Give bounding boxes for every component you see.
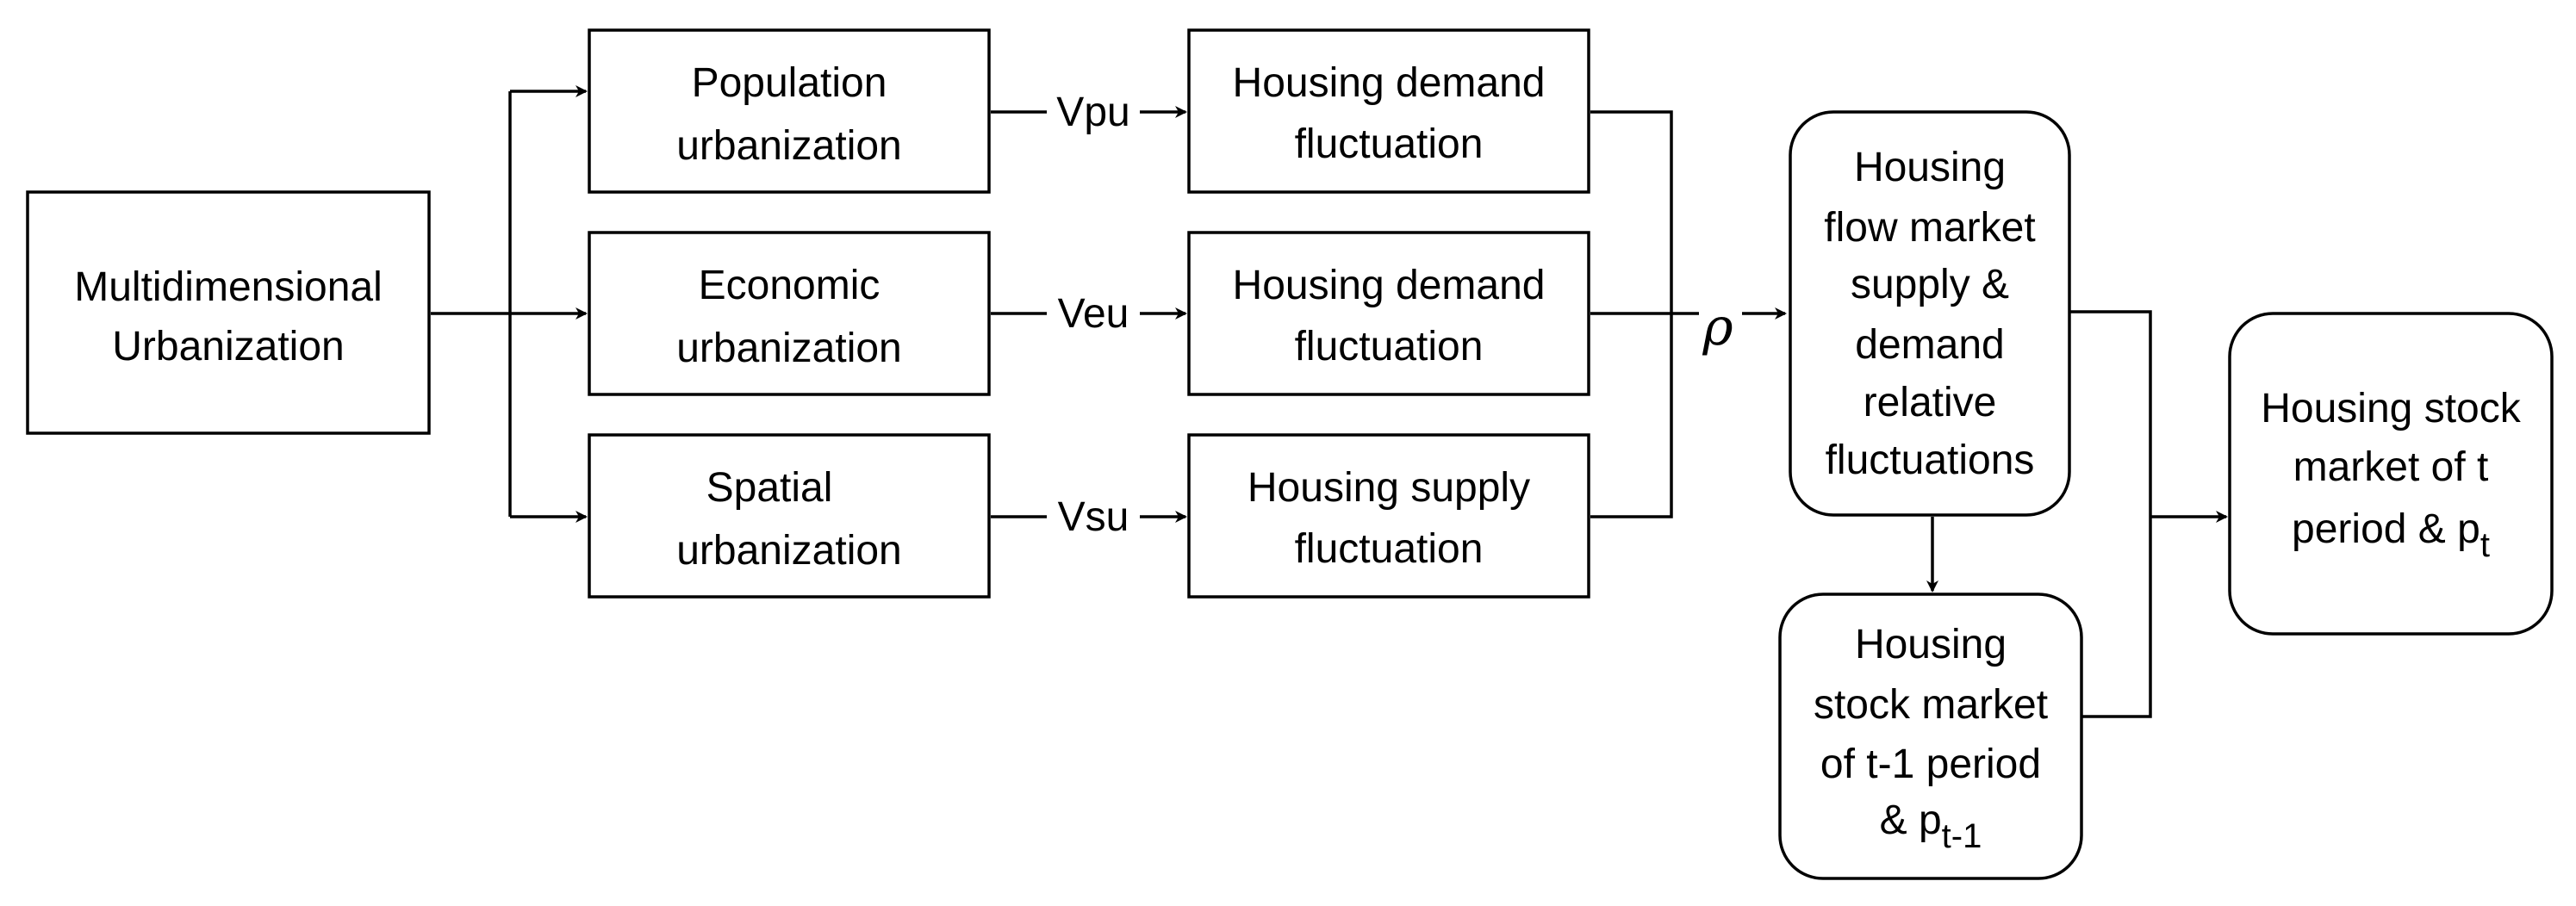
label-subscript: t bbox=[2480, 526, 2490, 564]
node-label-line: Multidimensional bbox=[74, 264, 383, 310]
node-spatial-urbanization: Spatial urbanization bbox=[588, 433, 991, 599]
edge-label-rho: ρ bbox=[1702, 297, 1733, 357]
node-label-line: Housing bbox=[1855, 622, 2007, 667]
node-label-line: fluctuation bbox=[1295, 324, 1484, 369]
node-housing-supply-fluctuation: Housing supply fluctuation bbox=[1187, 433, 1590, 599]
node-economic-urbanization: Economic urbanization bbox=[588, 231, 991, 396]
label-text: period & p bbox=[2292, 506, 2480, 552]
node-housing-stock-market-t: Housing stock market of t period & pt bbox=[2228, 312, 2554, 636]
node-label-line: Housing demand bbox=[1233, 60, 1546, 106]
node-label-line: of t-1 period bbox=[1820, 742, 2041, 787]
node-label-line: Spatial bbox=[706, 465, 833, 511]
node-label-line: flow market bbox=[1824, 205, 2035, 251]
node-label-line: Population bbox=[692, 60, 887, 106]
node-population-urbanization: Population urbanization bbox=[588, 28, 991, 194]
edge-label-veu: Veu bbox=[1058, 291, 1129, 337]
node-label-line: Housing supply bbox=[1248, 465, 1530, 511]
node-label-line: supply & bbox=[1851, 262, 2009, 307]
node-housing-demand-fluctuation-2: Housing demand fluctuation bbox=[1187, 231, 1590, 396]
label-subscript: t-1 bbox=[1942, 817, 1982, 855]
node-label-line: fluctuation bbox=[1295, 121, 1484, 167]
edges bbox=[431, 85, 2228, 718]
edge-flow-to-collector bbox=[2069, 310, 2152, 718]
node-label-line: relative bbox=[1864, 380, 1997, 425]
node-housing-stock-market-t-1: Housing stock market of t-1 period & pt-… bbox=[1778, 593, 2083, 880]
node-label-line: fluctuations bbox=[1826, 437, 2035, 483]
node-label-line: market of t bbox=[2293, 444, 2489, 490]
node-label-line-with-subscript: period & pt bbox=[2292, 506, 2490, 564]
label-text: & p bbox=[1880, 797, 1942, 843]
node-housing-demand-fluctuation-1: Housing demand fluctuation bbox=[1187, 28, 1590, 194]
node-label-line: demand bbox=[1855, 322, 2004, 368]
node-label-line: Urbanization bbox=[112, 324, 344, 369]
edge-label-vpu: Vpu bbox=[1056, 90, 1129, 135]
node-label-line: Housing demand bbox=[1233, 263, 1546, 308]
node-label-line-with-subscript: & pt-1 bbox=[1880, 797, 1982, 855]
node-label-line: fluctuation bbox=[1295, 526, 1484, 572]
node-label-line: urbanization bbox=[676, 326, 902, 371]
node-label-line: urbanization bbox=[676, 528, 902, 574]
edge-label-vsu: Vsu bbox=[1058, 494, 1129, 540]
node-multidimensional-urbanization: Multidimensional Urbanization bbox=[26, 190, 431, 435]
node-label-line: stock market bbox=[1814, 682, 2048, 728]
node-label-line: urbanization bbox=[676, 123, 902, 169]
node-label-line: Housing stock bbox=[2261, 386, 2521, 431]
node-housing-flow-market: Housing flow market supply & demand rela… bbox=[1789, 110, 2071, 517]
node-label-line: Economic bbox=[699, 263, 880, 308]
node-label-line: Housing bbox=[1854, 145, 2006, 190]
